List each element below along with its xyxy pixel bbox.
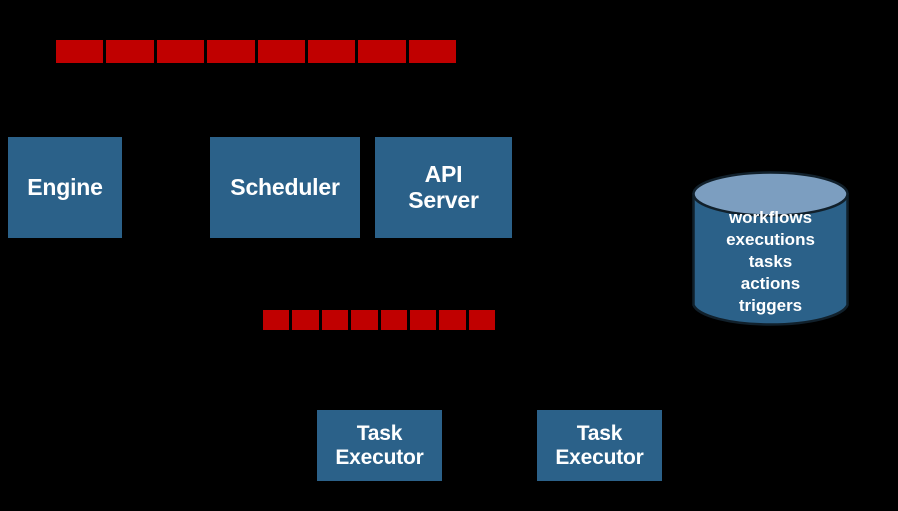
middle-stripe-bar (263, 310, 495, 330)
component-label-scheduler: Scheduler (230, 173, 340, 200)
stripe-segment (106, 40, 154, 63)
component-box-scheduler[interactable]: Scheduler (210, 137, 360, 238)
database-cylinder-icon (692, 171, 849, 326)
stripe-segment (263, 310, 290, 330)
stripe-segment (408, 40, 456, 63)
stripe-segment (207, 40, 255, 63)
component-label-api-server: API Server (408, 160, 479, 213)
component-box-api-server[interactable]: API Server (375, 137, 512, 238)
stripe-segment (307, 40, 356, 63)
stripe-segment (358, 40, 406, 63)
stripe-segment (321, 310, 349, 330)
component-box-task-executor-2[interactable]: Task Executor (537, 410, 662, 481)
stripe-segment (468, 310, 495, 330)
stripe-segment (409, 310, 437, 330)
stripe-segment (380, 310, 407, 330)
database-table-list: workflows executions tasks actions trigg… (726, 208, 815, 316)
component-label-task-executor-2: Task Executor (555, 421, 644, 469)
stripe-segment (56, 40, 104, 63)
component-box-engine[interactable]: Engine (8, 137, 122, 238)
stripe-segment (257, 40, 305, 63)
stripe-segment (292, 310, 319, 330)
stripe-segment (351, 310, 378, 330)
top-stripe-bar (56, 40, 456, 63)
stripe-segment (439, 310, 466, 330)
component-label-task-executor-1: Task Executor (335, 421, 424, 469)
database-cylinder[interactable]: workflows executions tasks actions trigg… (692, 171, 849, 328)
stripe-segment (156, 40, 205, 63)
component-label-engine: Engine (27, 173, 103, 200)
component-box-task-executor-1[interactable]: Task Executor (317, 410, 442, 481)
